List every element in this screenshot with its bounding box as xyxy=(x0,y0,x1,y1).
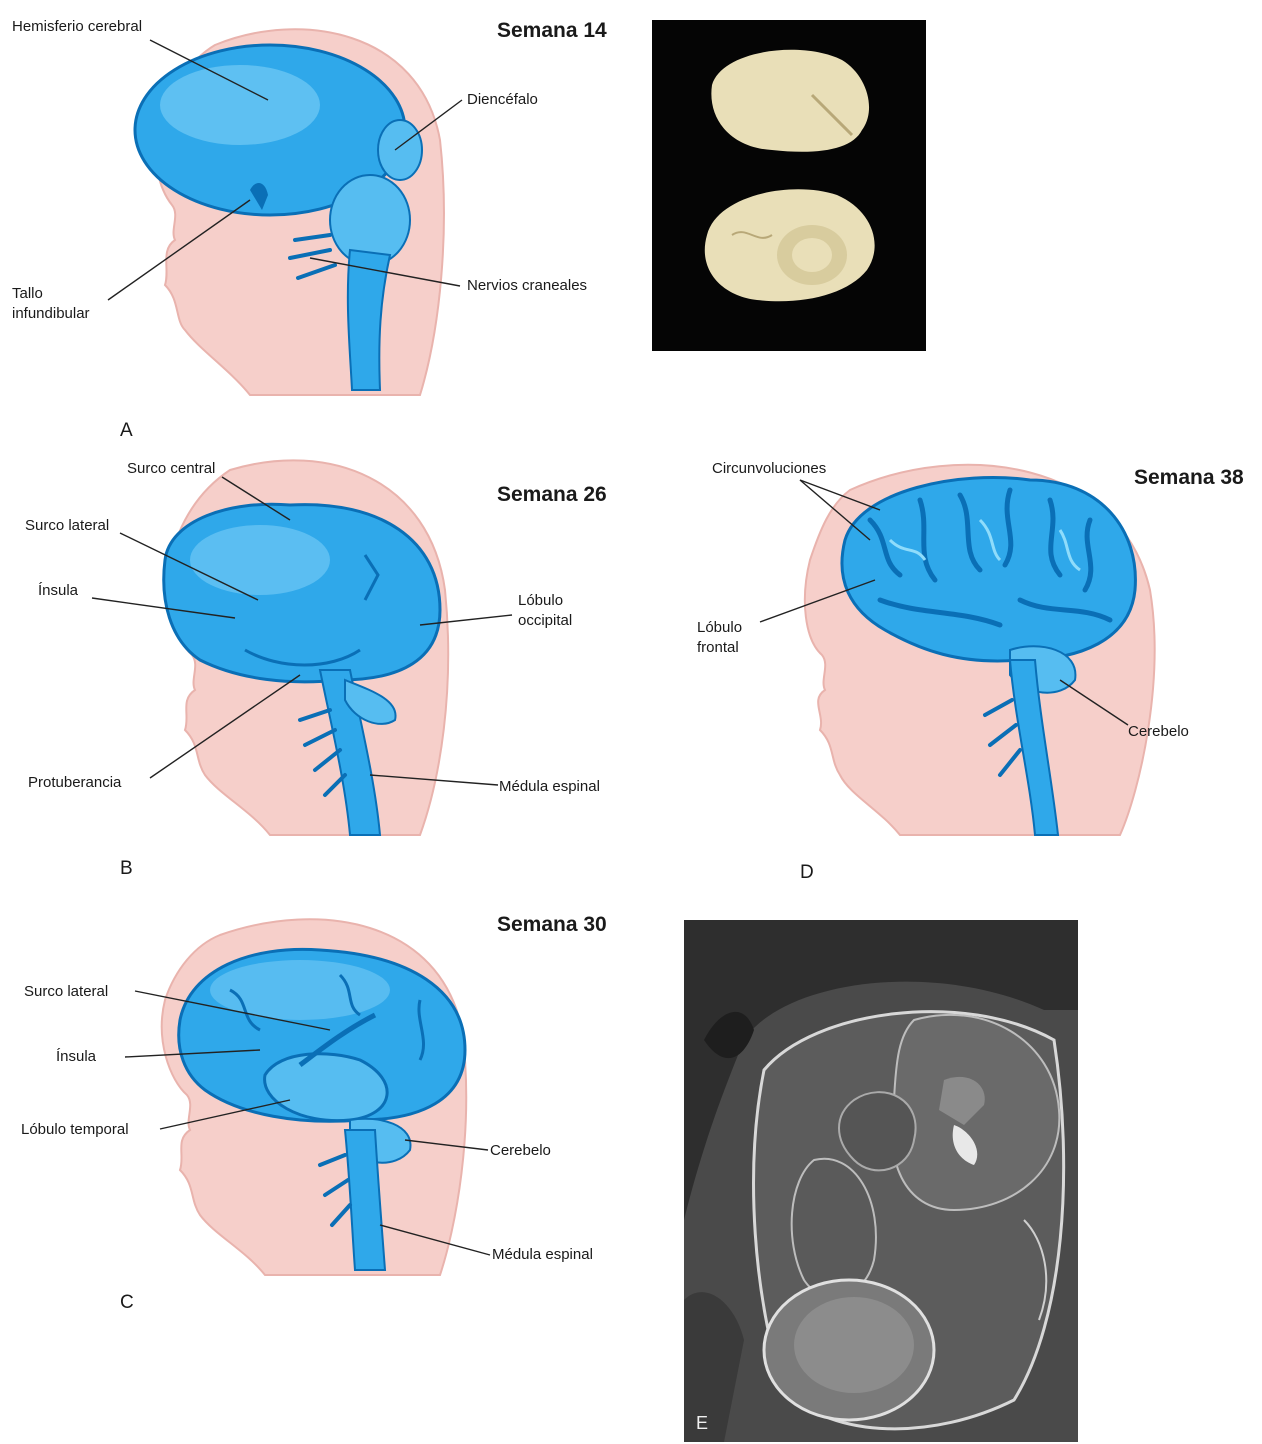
panel-letter-c: C xyxy=(120,1292,134,1314)
label-lobulo-temporal: Lóbulo temporal xyxy=(21,1120,129,1140)
fetal-mri-image: E xyxy=(684,920,1078,1442)
label-medula-espinal-c: Médula espinal xyxy=(492,1245,593,1265)
label-cerebelo-c: Cerebelo xyxy=(490,1141,551,1161)
label-insula-c: Ínsula xyxy=(56,1047,96,1067)
label-surco-lateral-c: Surco lateral xyxy=(24,982,108,1002)
week-label-c: Semana 30 xyxy=(497,913,607,937)
fetal-mri-drawing xyxy=(684,920,1078,1442)
panel-letter-e: E xyxy=(696,1413,708,1434)
